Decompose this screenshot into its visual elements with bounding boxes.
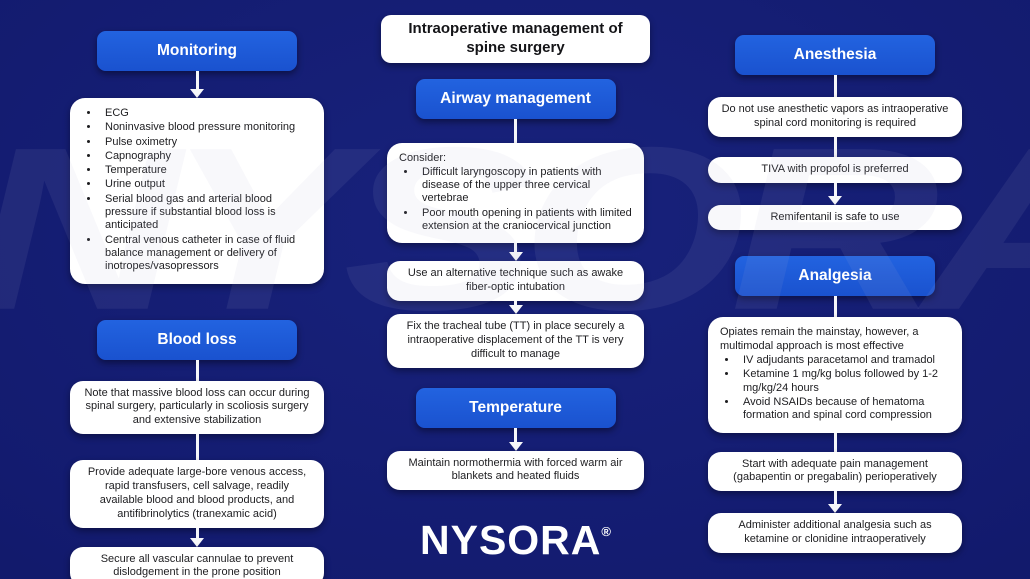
arrow-down-icon — [508, 305, 523, 314]
connector-line — [514, 118, 517, 143]
bullet-item: ECG — [100, 107, 312, 120]
monitoring-list-box: ECGNoninvasive blood pressure monitoring… — [70, 98, 324, 284]
column-monitoring-blood-loss: Monitoring ECGNoninvasive blood pressure… — [70, 31, 324, 579]
temperature-header-label: Temperature — [469, 398, 562, 416]
blood-loss-secure-box: Secure all vascular cannulae to prevent … — [70, 546, 324, 579]
bullet-item: Difficult laryngoscopy in patients with … — [417, 166, 632, 206]
anesthesia-remifentanil-box: Remifentanil is safe to use — [708, 204, 962, 231]
arrow-down-icon — [190, 537, 204, 547]
bullet-item: Central venous catheter in case of fluid… — [100, 234, 312, 274]
connector-arrow — [190, 71, 204, 98]
column-airway-temperature: Intraoperative management of spine surge… — [381, 15, 650, 561]
bullet-item: Urine output — [100, 178, 312, 191]
connector-arrow — [508, 301, 523, 314]
bullet-item: Poor mouth opening in patients with limi… — [417, 207, 632, 234]
airway-management-header: Airway management — [415, 78, 616, 119]
connector-line — [833, 136, 837, 157]
analgesia-header: Analgesia — [735, 256, 935, 297]
bullet-item: Temperature — [100, 164, 312, 177]
arrow-down-icon — [828, 504, 842, 514]
blood-loss-header-label: Blood loss — [157, 330, 237, 348]
connector-line — [833, 432, 837, 452]
bullet-item: Avoid NSAIDs because of hematoma formati… — [738, 396, 950, 423]
arrow-down-icon — [828, 195, 842, 205]
connector-arrow — [508, 243, 523, 262]
airway-consider-box: Consider: Difficult laryngoscopy in pati… — [387, 142, 644, 244]
analgesia-start-box: Start with adequate pain management (gab… — [708, 451, 962, 492]
connector-arrow — [190, 527, 204, 547]
bullet-item: Ketamine 1 mg/kg bolus followed by 1-2 m… — [738, 368, 950, 395]
blood-loss-header: Blood loss — [97, 319, 297, 360]
monitoring-header: Monitoring — [97, 31, 297, 71]
bullet-item: Pulse oximetry — [100, 136, 312, 149]
column-anesthesia-analgesia: Anesthesia Do not use anesthetic vapors … — [708, 35, 962, 553]
arrow-down-icon — [508, 252, 523, 262]
bullet-item: Noninvasive blood pressure monitoring — [100, 121, 312, 134]
monitoring-header-label: Monitoring — [156, 42, 238, 59]
monitoring-bullet-list: ECGNoninvasive blood pressure monitoring… — [80, 107, 312, 274]
analgesia-header-label: Analgesia — [798, 267, 872, 285]
airway-fix-tube-box: Fix the tracheal tube (TT) in place secu… — [387, 314, 644, 368]
anesthesia-header-label: Anesthesia — [793, 46, 877, 63]
bullet-item: Serial blood gas and arterial blood pres… — [100, 193, 312, 233]
temperature-header: Temperature — [415, 387, 616, 428]
consider-intro-label: Consider: — [399, 151, 447, 164]
blood-loss-note-box: Note that massive blood loss can occur d… — [70, 380, 324, 435]
connector-arrow — [508, 427, 523, 451]
analgesia-administer-box: Administer additional analgesia such as … — [708, 513, 962, 553]
connector-line — [833, 296, 837, 318]
bullet-item: IV adjudants paracetamol and tramadol — [738, 354, 950, 367]
nysora-logo-text: NYSORA — [419, 517, 602, 564]
analgesia-opiates-box: Opiates remain the mainstay, however, a … — [708, 317, 962, 433]
connector-arrow — [828, 182, 842, 205]
airway-management-header-label: Airway management — [440, 89, 591, 107]
anesthesia-tiva-box: TIVA with propofol is preferred — [708, 156, 962, 183]
consider-bullet-list: Difficult laryngoscopy in patients with … — [397, 166, 632, 233]
anesthesia-vapors-box: Do not use anesthetic vapors as intraope… — [708, 97, 962, 137]
nysora-logo: NYSORA® — [420, 520, 611, 561]
arrow-down-icon — [190, 89, 204, 98]
connector-arrow — [828, 491, 842, 514]
registered-trademark-icon: ® — [601, 523, 611, 539]
opiates-intro-text: Opiates remain the mainstay, however, a … — [720, 326, 919, 352]
connector-line — [833, 75, 837, 97]
blood-loss-provide-box: Provide adequate large-bore venous acces… — [70, 460, 324, 528]
arrow-down-icon — [508, 441, 523, 451]
bullet-item: Capnography — [100, 150, 312, 163]
temperature-normothermia-box: Maintain normothermia with forced warm a… — [387, 450, 644, 491]
airway-alternative-box: Use an alternative technique such as awa… — [387, 261, 644, 301]
connector-line — [195, 434, 199, 461]
connector-line — [195, 359, 199, 381]
opiates-bullet-list: IV adjudants paracetamol and tramadolKet… — [718, 354, 950, 422]
page-title: Intraoperative management of spine surge… — [381, 15, 650, 63]
anesthesia-header: Anesthesia — [735, 35, 935, 75]
